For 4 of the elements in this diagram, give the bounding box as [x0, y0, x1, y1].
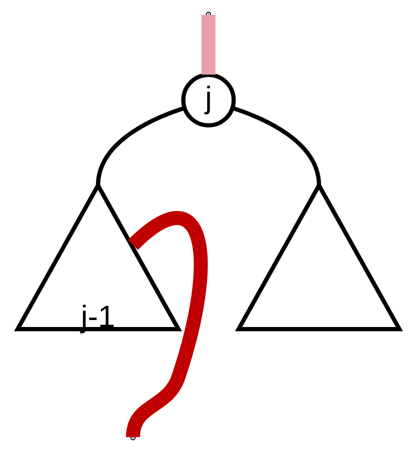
- connector: [95, 106, 185, 186]
- connector: [201, 14, 215, 75]
- connector: [231, 106, 321, 186]
- node-circle: j: [180, 72, 236, 128]
